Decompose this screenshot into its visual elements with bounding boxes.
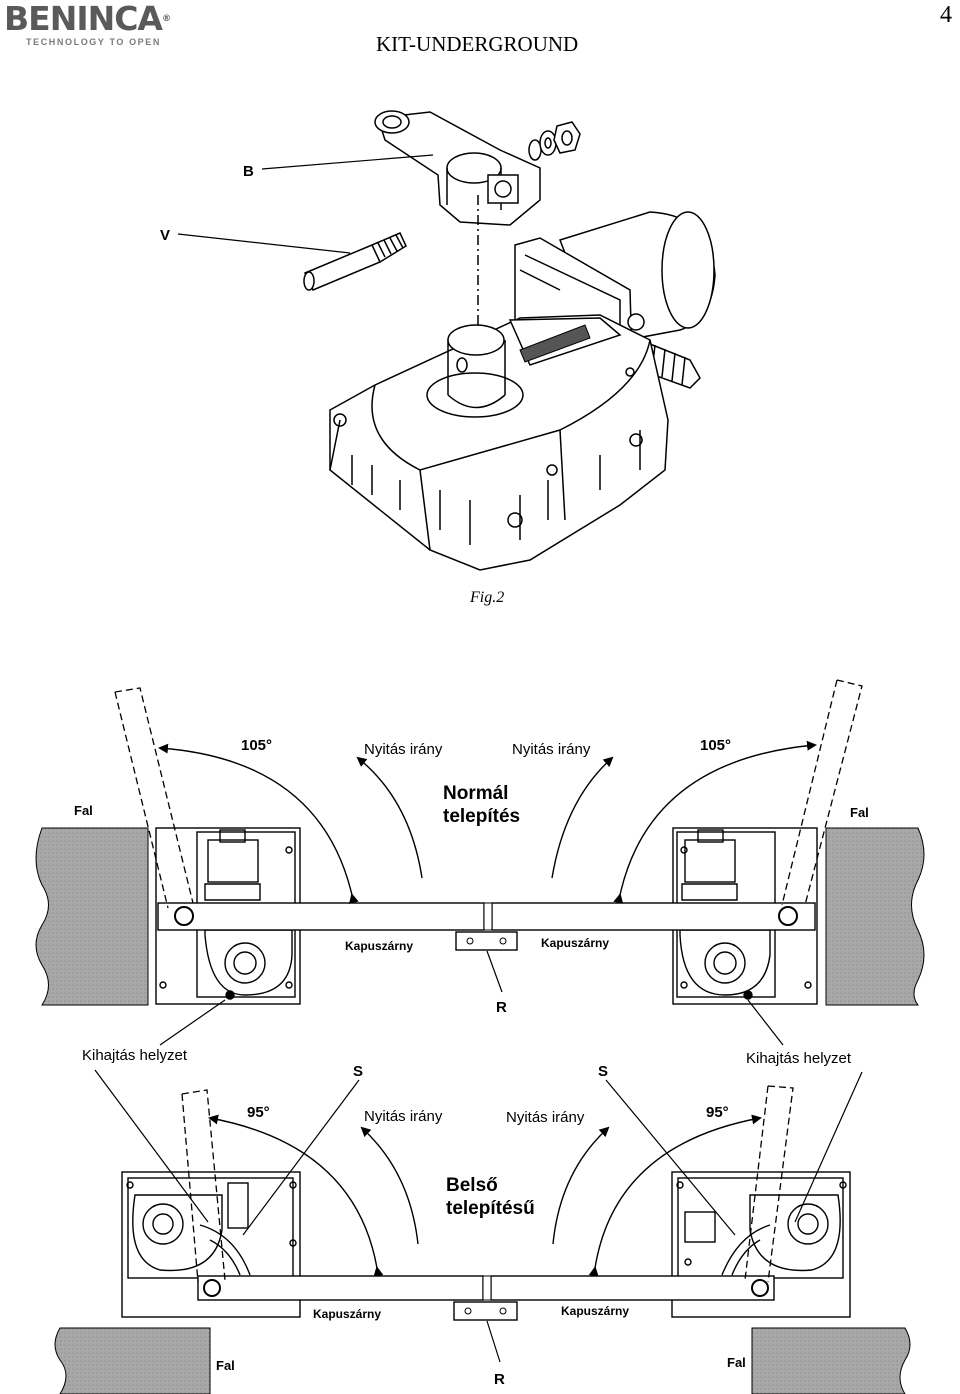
open-direction-label-left-inner: Nyitás irány [364, 1108, 443, 1125]
label-s-left: S [353, 1063, 363, 1080]
gate-open-left-inner [181, 1089, 226, 1283]
screw-v [303, 232, 407, 291]
heading-inner-line1: Belső [446, 1175, 498, 1196]
heading-inner-line2: telepítésű [446, 1198, 535, 1219]
angle-label-left: 105° [241, 737, 272, 754]
angle-label-right-inner: 95° [706, 1104, 729, 1121]
stopper-r-inner [453, 1301, 518, 1363]
open-direction-arrow-left [356, 756, 423, 879]
gate-leaf-label-right-inner: Kapuszárny [561, 1304, 629, 1318]
label-s-right: S [598, 1063, 608, 1080]
open-direction-label-right-inner: Nyitás irány [506, 1109, 585, 1126]
gate-leaf-left [157, 902, 485, 931]
gate-open-right-inner [744, 1085, 794, 1283]
lever-arm-b [374, 110, 541, 226]
output-shaft [426, 324, 524, 418]
leader-line-v [177, 233, 351, 254]
gate-leaf-left-inner [197, 1275, 484, 1301]
beninca-logo: BENINCA® TECHNOLOGY TO OPEN [4, 0, 171, 48]
wall-label-right-inner: Fal [727, 1355, 746, 1370]
angle-arc-left [158, 743, 359, 904]
part-label-v: V [160, 227, 170, 244]
hinge-left [174, 906, 194, 926]
nut-and-washers [528, 121, 581, 161]
angle-arc-left-inner [208, 1114, 384, 1277]
heading-normal-line2: telepítés [443, 806, 520, 827]
open-direction-label-right: Nyitás irány [512, 741, 591, 758]
hinge-left-inner [203, 1279, 221, 1297]
logo-text: BENINCA [4, 0, 163, 38]
stopper-r-normal [455, 931, 518, 993]
wall-label-right: Fal [850, 805, 869, 820]
open-direction-arrow-right [551, 756, 614, 879]
release-position-label-left: Kihajtás helyzet [82, 1047, 188, 1064]
motor-assembly-drawing [303, 110, 716, 571]
angle-label-left-inner: 95° [247, 1104, 270, 1121]
gate-leaf-label-right: Kapuszárny [541, 936, 609, 950]
angle-arc-right-inner [588, 1114, 762, 1277]
open-direction-arrow-left-inner [360, 1126, 419, 1245]
hinge-right [778, 906, 798, 926]
gate-open-left [114, 687, 194, 909]
stopper-label-r-normal: R [496, 999, 507, 1016]
wall-left [35, 827, 149, 1006]
angle-arc-right [613, 740, 817, 904]
gate-leaf-right [491, 902, 816, 931]
hinge-right-inner [751, 1279, 769, 1297]
document-title: KIT-UNDERGROUND [376, 32, 579, 56]
wall-label-left-inner: Fal [216, 1358, 235, 1373]
gate-leaf-label-left-inner: Kapuszárny [313, 1307, 381, 1321]
gate-leaf-label-left: Kapuszárny [345, 939, 413, 953]
heading-normal-line1: Normál [443, 783, 508, 804]
leader-line-b [261, 154, 434, 170]
wall-label-left: Fal [74, 803, 93, 818]
normal-installation-diagram: 105° 105° Nyitás irány Nyitás irány Norm… [35, 679, 925, 1067]
inner-installation-diagram: 95° 95° Nyitás irány Nyitás irány Belső … [54, 1063, 911, 1394]
gearbox-housing [329, 314, 669, 571]
open-direction-label-left: Nyitás irány [364, 741, 443, 758]
angle-label-right: 105° [700, 737, 731, 754]
part-label-b: B [243, 163, 254, 180]
wall-left-inner [54, 1327, 211, 1394]
figure-caption: Fig.2 [470, 589, 505, 606]
stopper-label-r-inner: R [494, 1371, 505, 1388]
wall-right-inner [751, 1327, 911, 1394]
page-number: 4 [940, 2, 952, 28]
wall-right [825, 827, 925, 1006]
logo-tagline: TECHNOLOGY TO OPEN [26, 37, 161, 47]
open-direction-arrow-right-inner [552, 1126, 610, 1245]
release-position-label-right: Kihajtás helyzet [746, 1050, 852, 1067]
gate-leaf-right-inner [490, 1275, 775, 1301]
